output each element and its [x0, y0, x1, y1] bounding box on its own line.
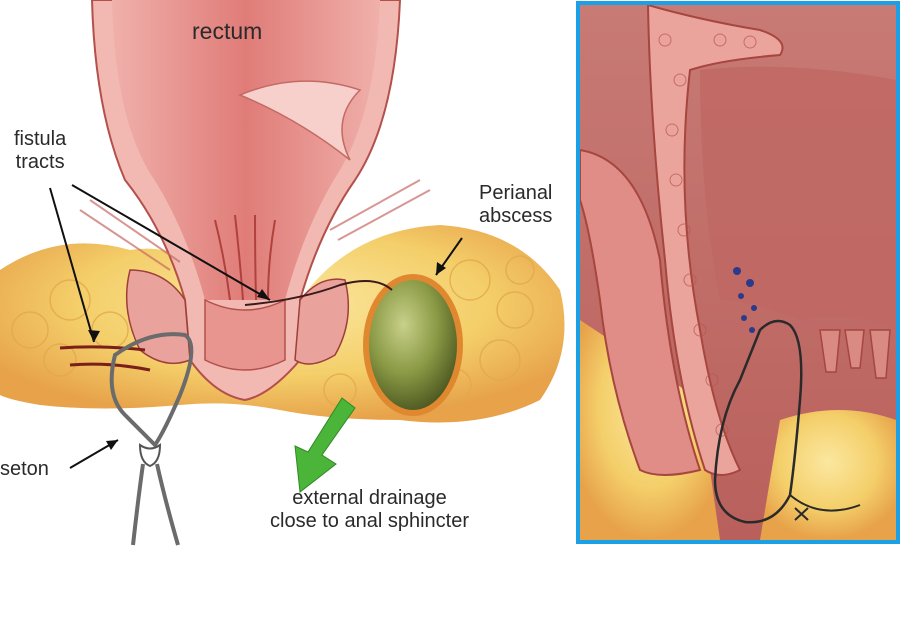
label-rectum: rectum	[192, 18, 262, 44]
inset-cell-texture	[658, 33, 757, 437]
label-external-drainage: external drainage close to anal sphincte…	[270, 487, 469, 533]
perianal-abscess	[363, 274, 463, 416]
inset-mucosa	[646, 5, 784, 476]
right-sphincter	[294, 278, 350, 365]
label-drainage-line2: close to anal sphincter	[270, 510, 470, 532]
label-drainage-line1: external drainage	[292, 487, 447, 509]
inset-illustration	[580, 5, 896, 540]
inset-seton-tail	[789, 494, 861, 512]
label-seton-text: seton	[0, 458, 49, 480]
main-illustration	[0, 0, 565, 546]
seton-tail-left	[131, 463, 145, 546]
down-arrow-icon	[294, 397, 356, 493]
levator-fibers	[79, 179, 431, 271]
inset-gland-cells	[733, 267, 757, 333]
seton-tail-right	[155, 463, 180, 546]
rectum-lumen	[112, 0, 380, 300]
inset-anal-columns	[819, 329, 891, 379]
inset-lumen	[700, 66, 896, 331]
label-seton: seton	[0, 458, 49, 481]
label-perianal-abscess: Perianal abscess	[479, 182, 552, 228]
fistula-tract-right	[244, 280, 393, 306]
inset-seton-knot	[794, 507, 809, 521]
label-abscess-line1: Perianal	[479, 182, 553, 204]
inset-fat-right	[760, 410, 896, 540]
seton-knot	[138, 443, 162, 468]
fistula-tract-left-2	[69, 362, 151, 372]
label-fistula-line1: fistula	[14, 128, 67, 150]
label-rectum-text: rectum	[192, 18, 263, 44]
label-abscess-line2: abscess	[479, 205, 553, 227]
label-fistula-line2: tracts	[15, 151, 65, 173]
seton-loop-icon	[109, 332, 194, 449]
anal-canal	[204, 298, 286, 371]
inset-muscle-wall	[580, 148, 702, 476]
rectal-fold	[238, 80, 362, 161]
inset-seton-loop	[713, 319, 803, 524]
label-fistula-tracts: fistula tracts	[14, 128, 66, 174]
pointer-arrowheads	[88, 262, 446, 450]
fistula-tract-left	[59, 345, 146, 352]
